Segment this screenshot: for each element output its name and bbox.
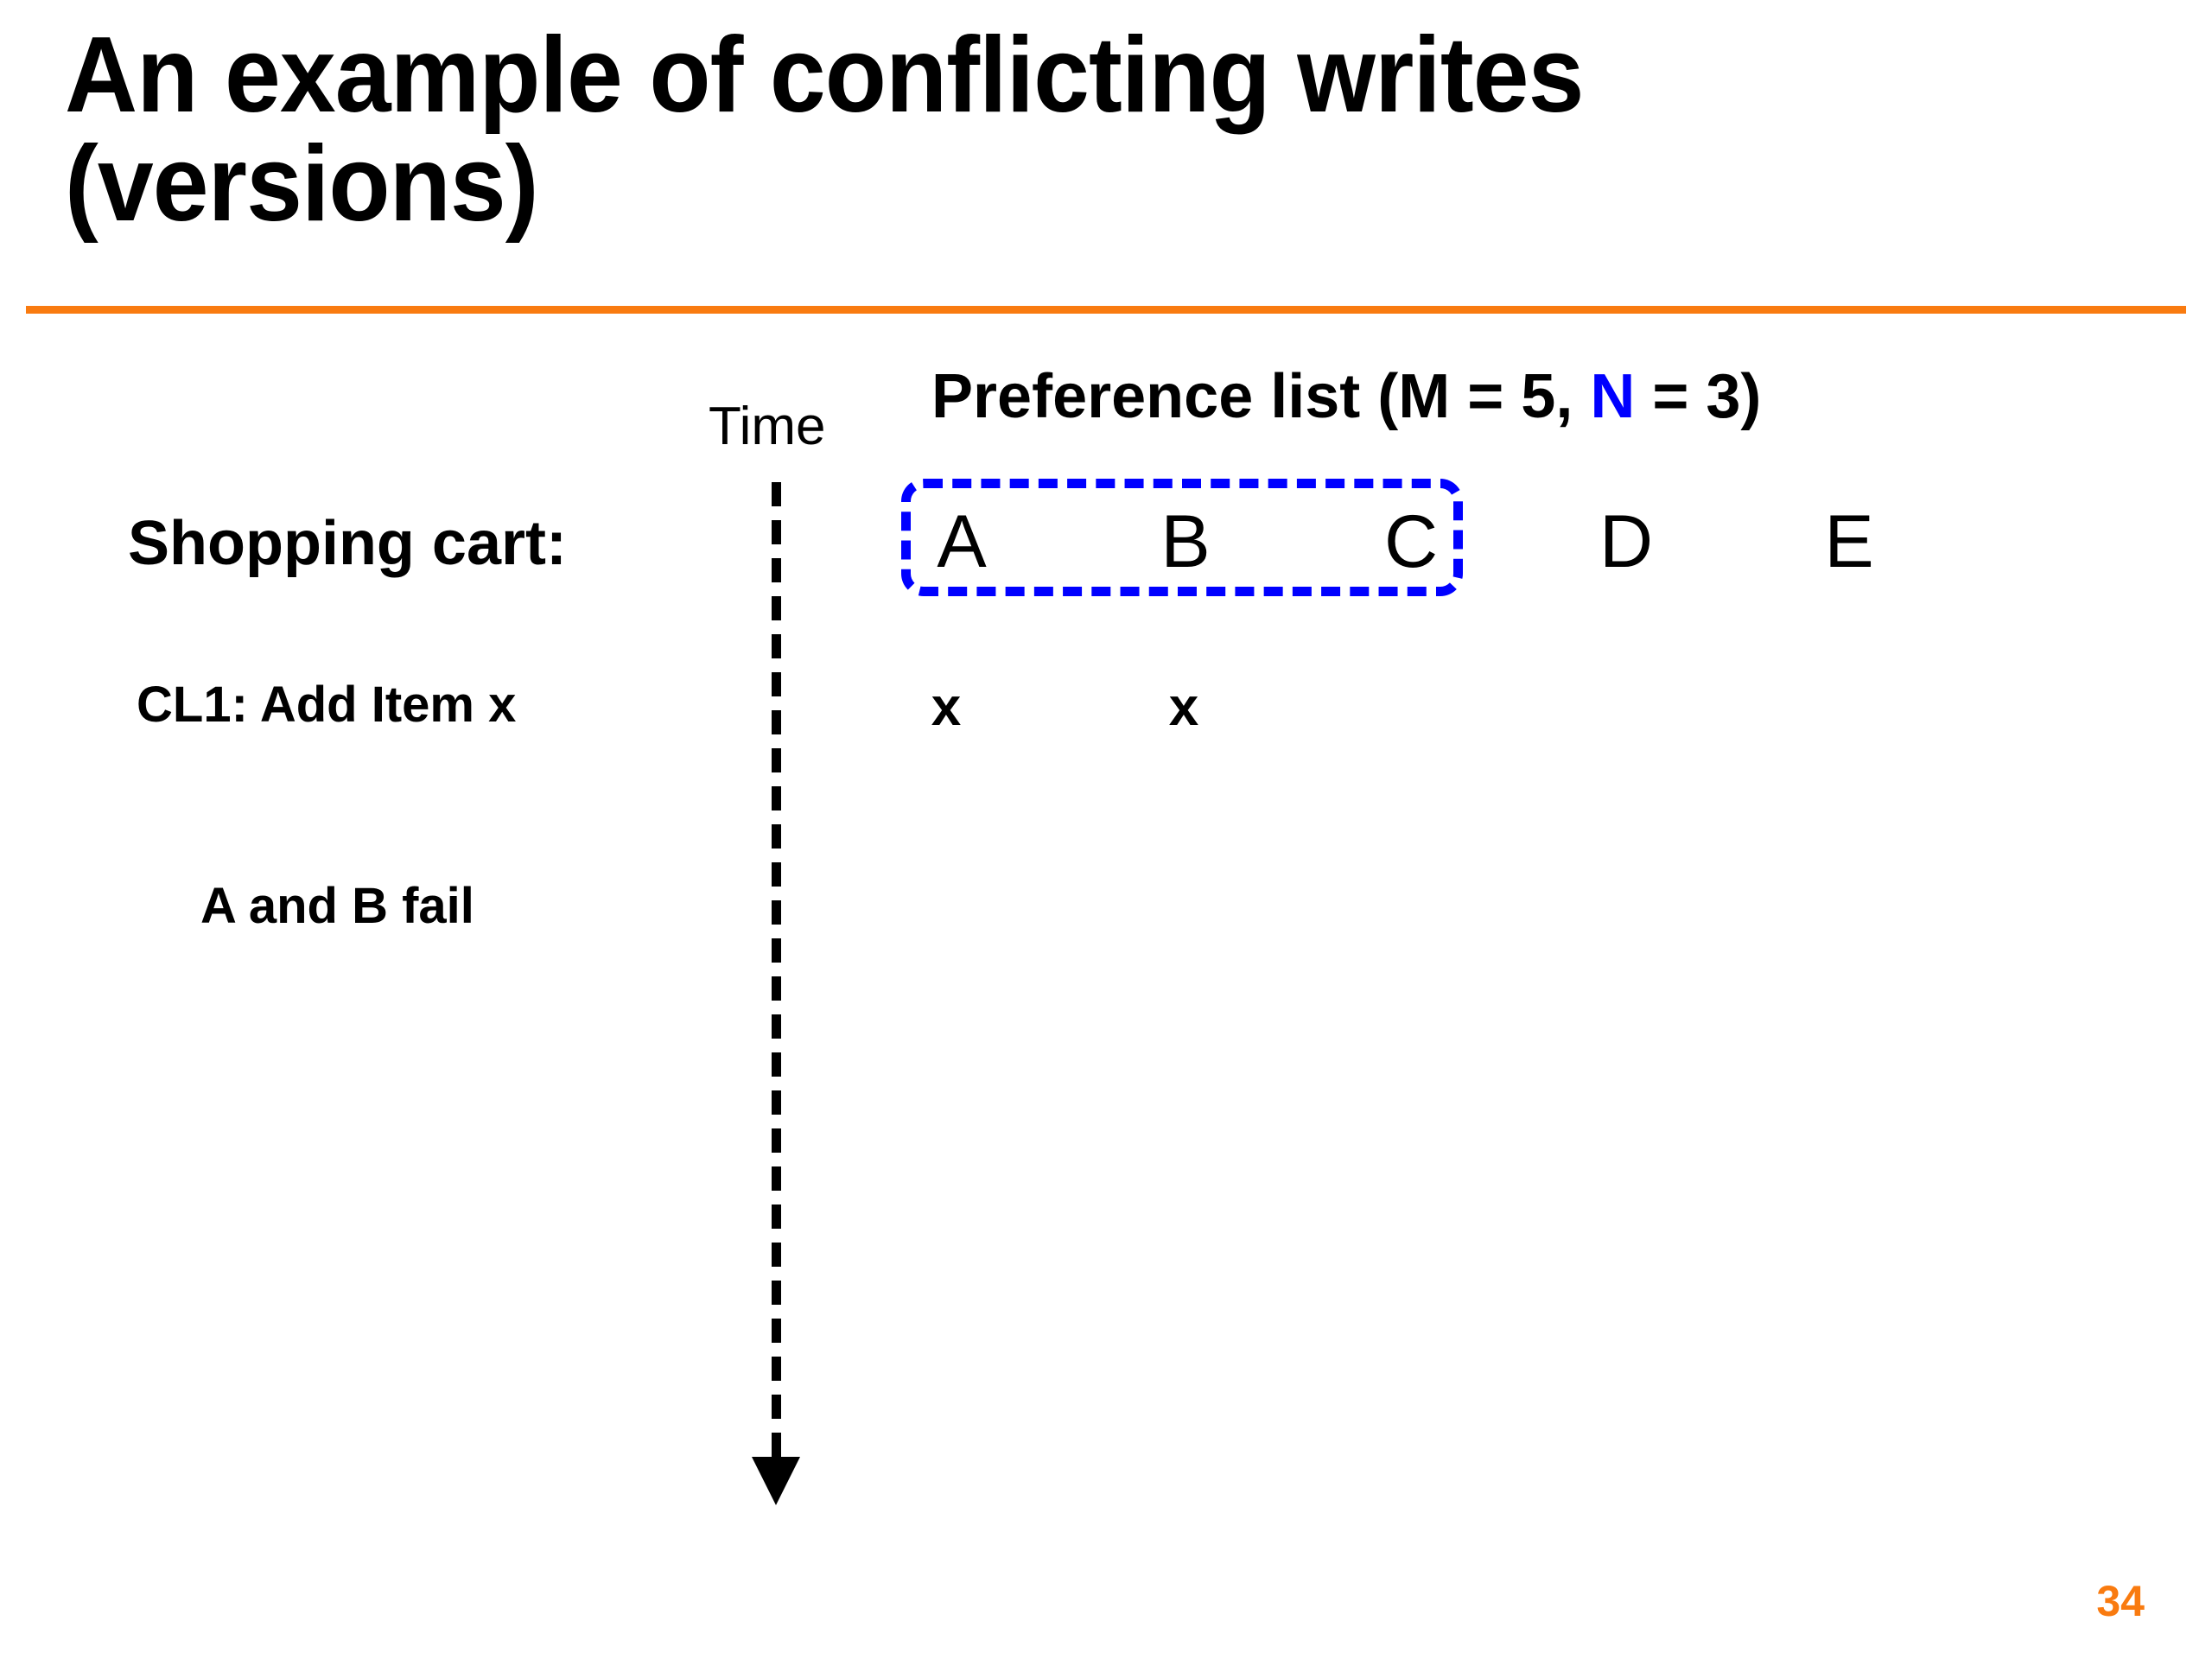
node-label-b: B — [1160, 500, 1211, 583]
row-label-client-write: CL1: Add Item x — [137, 677, 517, 733]
preference-list-heading: Preference list (M = 5, N = 3) — [931, 361, 1761, 432]
write-mark-a: x — [931, 677, 962, 737]
time-axis-dashed-line — [772, 482, 781, 1459]
row-label-shopping-cart: Shopping cart: — [128, 509, 567, 578]
preference-heading-suffix: = 3) — [1635, 362, 1762, 431]
node-label-d: D — [1599, 500, 1654, 583]
node-label-e: E — [1824, 500, 1874, 583]
quorum-highlight-box — [901, 479, 1463, 596]
node-label-c: C — [1383, 500, 1439, 583]
n-symbol: N — [1590, 362, 1636, 431]
title-divider — [26, 306, 2186, 314]
time-axis-arrow-icon — [752, 1457, 800, 1505]
row-label-failure: A and B fail — [200, 878, 474, 934]
page-title: An example of conflicting writes (versio… — [65, 16, 1584, 245]
time-axis-label: Time — [709, 397, 826, 456]
preference-heading-prefix: Preference list (M = 5, — [931, 362, 1591, 431]
page-number: 34 — [2096, 1577, 2145, 1625]
node-label-a: A — [937, 500, 987, 583]
write-mark-b: x — [1168, 677, 1199, 737]
